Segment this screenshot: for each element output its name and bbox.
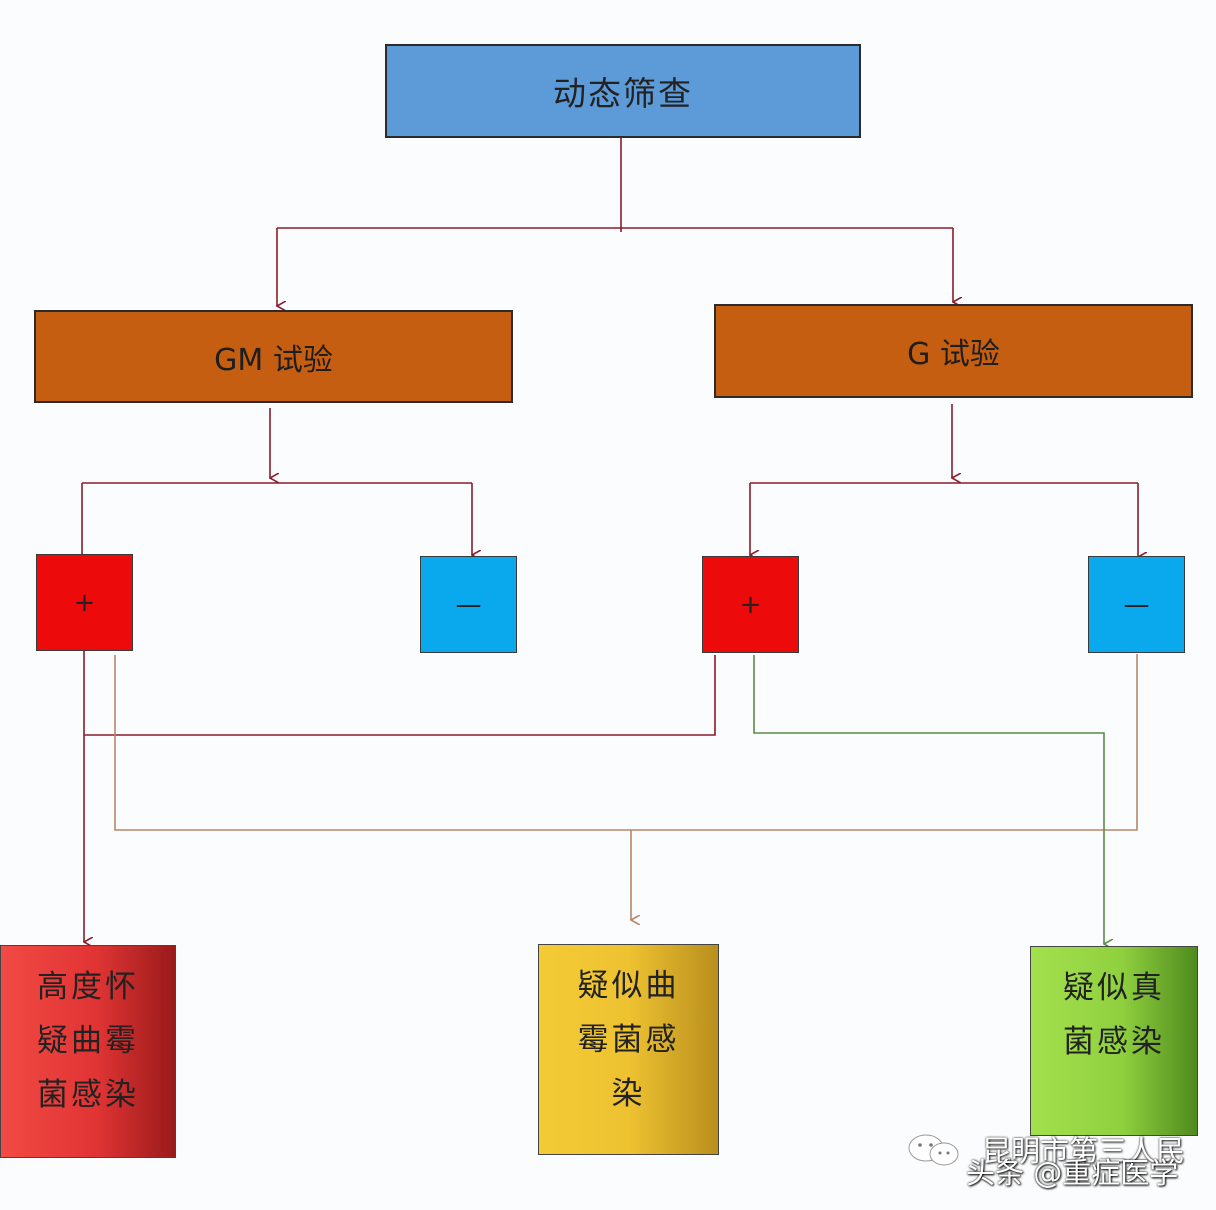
result-suspected-fungal: 疑似真 菌感染: [1030, 946, 1198, 1136]
watermark-source-line: 昆明市第三人民: [982, 1134, 1186, 1168]
g-positive-box: +: [702, 556, 799, 653]
result-yellow-line-1: 疑似曲: [577, 968, 680, 1004]
gm-negative-box: —: [420, 556, 517, 653]
arrow-to-green-result: [753, 655, 1104, 944]
gm-test-box: GM 试验: [34, 310, 513, 403]
watermark-author-line: 头条 @重症医学: [966, 1156, 1179, 1190]
g-negative-box: —: [1088, 556, 1185, 653]
gm-negative-sign: —: [455, 589, 482, 620]
result-yellow-line-2: 霉菌感: [577, 1022, 680, 1058]
connector-gpos-to-red: [84, 655, 716, 736]
dynamic-screening-box: 动态筛查: [385, 44, 861, 138]
chat-bubble-icon: [908, 1134, 959, 1166]
dynamic-screening-label: 动态筛查: [553, 74, 693, 113]
result-green-line-1: 疑似真: [1063, 970, 1165, 1006]
result-suspected-aspergillus: 疑似曲 霉菌感 染: [538, 944, 719, 1155]
watermark: 昆明市第三人民 头条 @重症医学: [906, 1128, 1212, 1190]
gm-positive-sign: +: [73, 587, 96, 618]
g-negative-sign: —: [1123, 589, 1150, 620]
g-test-label: G 试验: [907, 337, 1000, 372]
result-red-line-3: 菌感染: [37, 1077, 139, 1113]
g-positive-sign: +: [739, 589, 762, 620]
result-red-line-2: 疑曲霉: [37, 1023, 139, 1059]
result-green-line-2: 菌感染: [1063, 1024, 1165, 1060]
result-red-line-1: 高度怀: [37, 969, 139, 1005]
result-yellow-line-3: 染: [611, 1076, 646, 1112]
gm-positive-box: +: [36, 554, 133, 651]
result-high-suspicion-aspergillus: 高度怀 疑曲霉 菌感染: [0, 945, 176, 1158]
connector-gmpos-to-yellow: [114, 654, 1138, 831]
g-test-box: G 试验: [714, 304, 1193, 398]
gm-test-label: GM 试验: [214, 342, 333, 378]
